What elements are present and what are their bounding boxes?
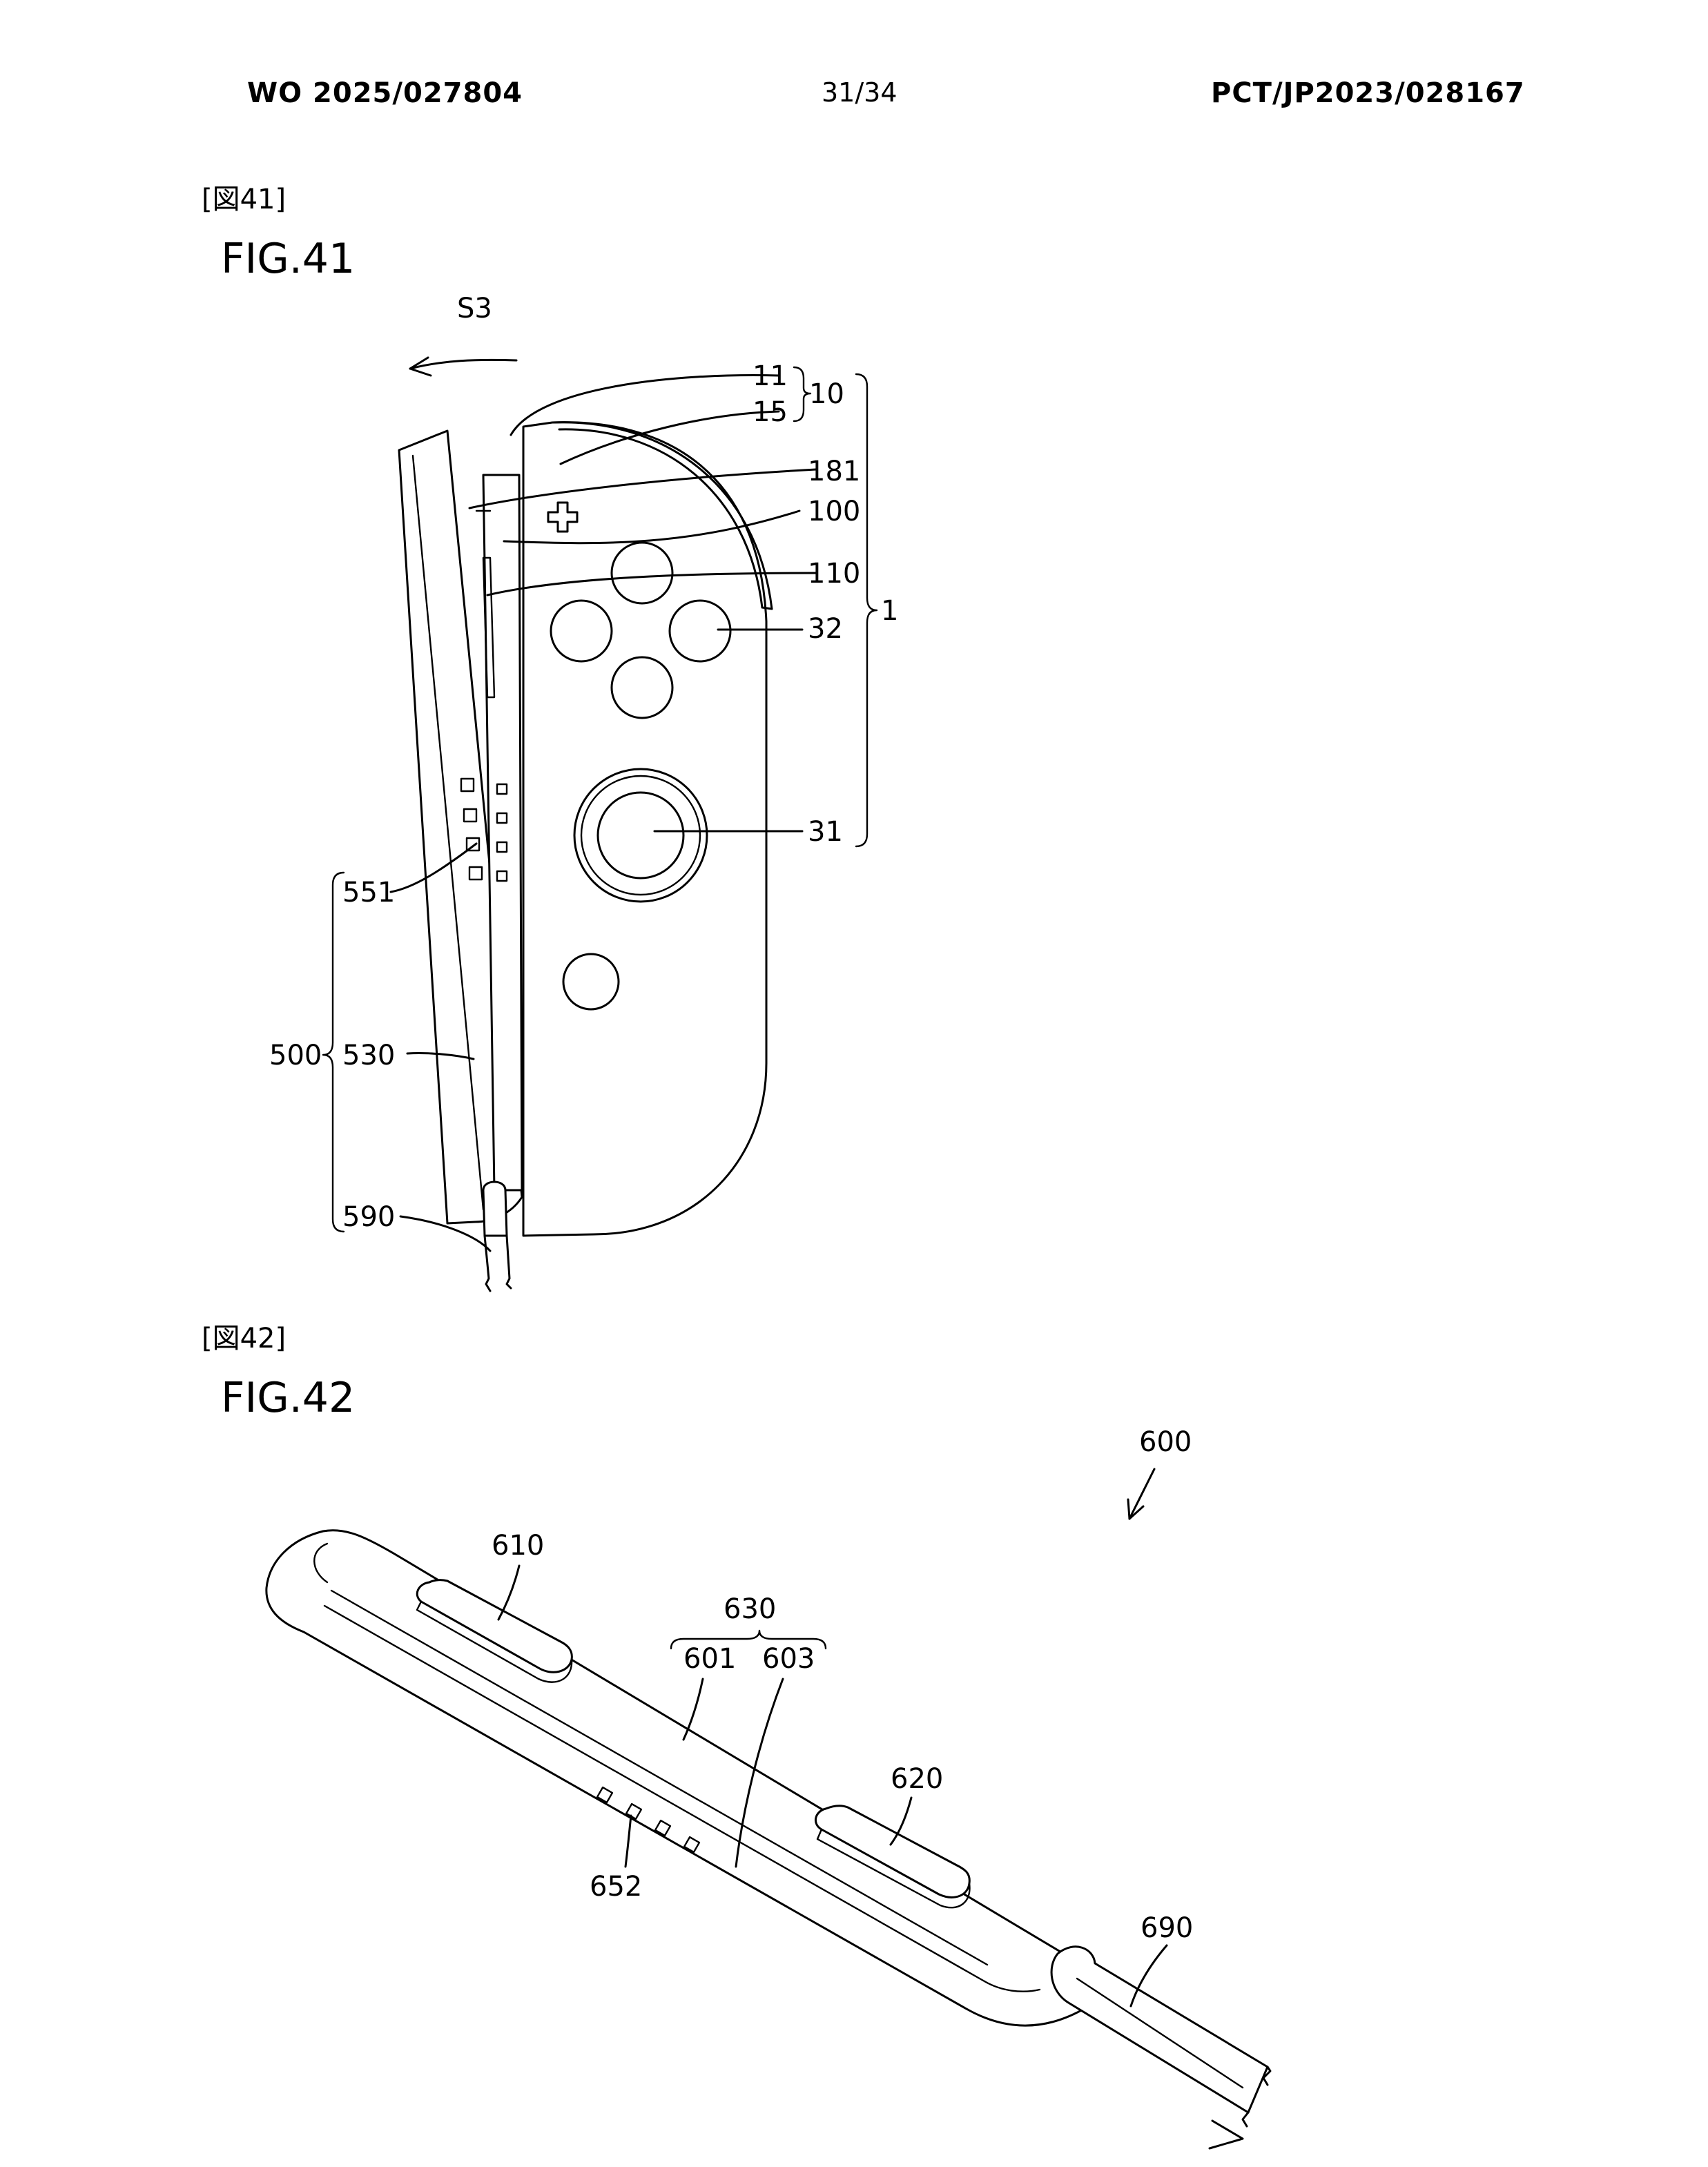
- stick-31: [596, 791, 685, 880]
- fig42-drawing: 600 610 630 601 603 620 652 690: [265, 1426, 1272, 2150]
- label-31: 31: [808, 816, 843, 848]
- rail-lamps: [496, 783, 508, 882]
- leader-610: [497, 1564, 521, 1621]
- button-left: [550, 599, 613, 663]
- stick-ring: [580, 775, 701, 896]
- label-603: 603: [762, 1643, 815, 1675]
- page-number: 31/34: [822, 77, 897, 108]
- lamp: [496, 870, 508, 882]
- leader-15: [559, 410, 780, 465]
- leader-100: [503, 509, 801, 545]
- label-610: 610: [492, 1530, 544, 1562]
- groove-line-upper: [330, 1589, 989, 1966]
- leader-690: [1129, 1944, 1168, 2008]
- cover-15-tip: [761, 606, 773, 610]
- label-620: 620: [891, 1763, 943, 1795]
- leader-181: [468, 468, 817, 509]
- fig41-title: FIG.41: [221, 235, 356, 283]
- s3-arrow: [409, 358, 518, 370]
- label-590: 590: [342, 1201, 395, 1233]
- fig41-tag: [図41]: [202, 184, 287, 215]
- arrow-600: [1128, 1468, 1156, 1520]
- lamp: [654, 1819, 672, 1837]
- slot-110: [482, 556, 496, 699]
- dpad-icon: [547, 501, 579, 533]
- button-top: [610, 541, 674, 605]
- string-inner-line: [1076, 1977, 1244, 2089]
- label-s3: S3: [457, 293, 492, 324]
- lamp: [683, 1836, 701, 1854]
- label-15: 15: [753, 396, 788, 428]
- button-right-32: [668, 599, 732, 663]
- label-10: 10: [809, 378, 844, 410]
- lamp: [460, 777, 475, 793]
- label-100: 100: [808, 496, 860, 527]
- arrow-600-head: [1127, 1498, 1145, 1520]
- label-1: 1: [881, 595, 898, 627]
- bracket-630: [670, 1629, 827, 1650]
- strap-lamps-652: [596, 1786, 701, 1854]
- strap-body-601: [265, 1529, 1092, 2027]
- strap-string-left: [483, 1234, 492, 1292]
- label-110: 110: [808, 558, 860, 590]
- bracket-10: [793, 366, 812, 422]
- strap-loop-590: [482, 1180, 508, 1237]
- label-181: 181: [808, 456, 860, 487]
- cover-15-inner-arc: [558, 428, 764, 609]
- label-530: 530: [342, 1040, 395, 1071]
- lamp: [496, 783, 508, 795]
- groove-line-lower: [323, 1604, 986, 1983]
- leader-110: [486, 572, 817, 596]
- string-690: [1050, 1945, 1269, 2114]
- strap-end-inner: [313, 1542, 329, 1584]
- label-630: 630: [724, 1593, 776, 1625]
- label-600: 600: [1139, 1426, 1192, 1458]
- fig42-title: FIG.42: [221, 1374, 356, 1422]
- label-32: 32: [808, 613, 843, 645]
- lamp: [496, 812, 508, 824]
- cover-15-arc: [551, 421, 773, 610]
- application-number: PCT/JP2023/028167: [1211, 77, 1525, 109]
- lamp: [496, 841, 508, 853]
- fig41-drawing: S3 11 15 10 181 100 110 32 1 31 551 500 …: [269, 293, 898, 1292]
- string-break-bottom: [1241, 2111, 1250, 2128]
- label-601: 601: [683, 1643, 736, 1675]
- leader-551: [389, 842, 478, 893]
- strap-inner-edge: [411, 454, 485, 1211]
- label-690: 690: [1141, 1912, 1193, 1944]
- leader-590: [399, 1215, 492, 1252]
- string-tail: [1208, 2119, 1244, 2150]
- leader-603: [735, 1678, 784, 1868]
- strap-lamps: [460, 777, 483, 881]
- leader-601: [682, 1678, 704, 1741]
- fig42-tag: [図42]: [202, 1323, 287, 1354]
- label-11: 11: [753, 360, 788, 392]
- leader-620: [889, 1796, 913, 1846]
- s3-arrow-head: [409, 356, 432, 377]
- lamp: [468, 866, 483, 881]
- groove-end: [983, 1980, 1041, 1992]
- button-610-side: [416, 1600, 573, 1683]
- lamp: [463, 808, 478, 823]
- strap-string-right: [505, 1234, 512, 1290]
- publication-number: WO 2025/027804: [247, 77, 523, 109]
- leader-11: [510, 374, 780, 436]
- button-620-side: [816, 1828, 971, 1909]
- bracket-1: [855, 373, 878, 848]
- label-551: 551: [342, 877, 395, 908]
- leader-530: [406, 1051, 475, 1060]
- label-500: 500: [269, 1040, 322, 1071]
- bracket-500: [322, 871, 345, 1233]
- lamp: [465, 837, 481, 852]
- string-break-top: [1262, 2066, 1272, 2086]
- lamp: [596, 1786, 614, 1804]
- label-652: 652: [590, 1871, 642, 1903]
- leader-652: [624, 1814, 632, 1868]
- capture-button: [562, 953, 620, 1011]
- button-bottom: [610, 656, 674, 719]
